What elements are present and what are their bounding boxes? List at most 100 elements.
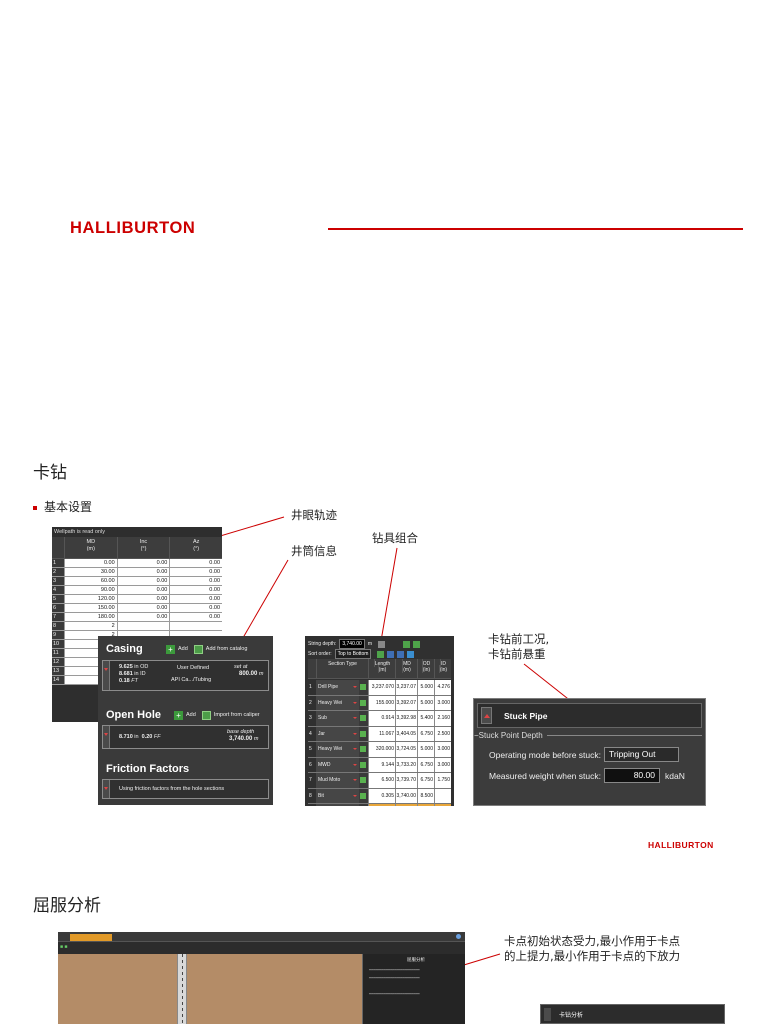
section-type-select[interactable]: Drill Pipe	[316, 680, 359, 695]
table-cell[interactable]: 320.000	[368, 742, 395, 757]
table-cell[interactable]: 6.750	[417, 726, 434, 741]
table-cell[interactable]: 3,739.70	[395, 773, 417, 788]
table-cell[interactable]	[434, 804, 451, 806]
table-cell[interactable]: 3,740.00	[395, 788, 417, 803]
catalog-icon[interactable]	[359, 742, 368, 757]
table-cell[interactable]: 3,237.070	[368, 680, 395, 695]
table-cell[interactable]	[368, 804, 395, 806]
table-cell[interactable]: 120.00	[64, 595, 117, 603]
move-down-icon[interactable]	[377, 650, 385, 658]
table-cell[interactable]: 8.500	[417, 788, 434, 803]
table-cell[interactable]: 155.000	[368, 695, 395, 710]
table-cell[interactable]: 0.00	[116, 568, 170, 576]
table-cell[interactable]: 3,733.20	[395, 757, 417, 772]
table-cell[interactable]: 0.00	[64, 559, 117, 567]
catalog-icon[interactable]	[359, 695, 368, 710]
table-cell[interactable]: 0.00	[169, 559, 222, 567]
table-cell[interactable]: 3.000	[434, 742, 451, 757]
table-cell[interactable]: 2.160	[434, 711, 451, 726]
casing-card[interactable]: 9.625 in OD 8.681 in ID 0.18 FT User Def…	[102, 660, 269, 691]
table-cell[interactable]: 0.00	[116, 586, 170, 594]
table-cell[interactable]: 1.750	[434, 773, 451, 788]
table-cell[interactable]: 0.305	[368, 788, 395, 803]
table-cell[interactable]: 30.00	[64, 568, 117, 576]
table-cell[interactable]: 9.144	[368, 757, 395, 772]
table-cell[interactable]: 4.276	[434, 680, 451, 695]
table-cell[interactable]	[116, 631, 170, 639]
measured-weight-input[interactable]: 80.00	[603, 768, 660, 783]
table-cell[interactable]: 0.00	[116, 604, 170, 612]
operating-mode-select[interactable]: Tripping Out	[603, 747, 679, 762]
table-cell[interactable]: 3,392.98	[395, 711, 417, 726]
table-cell[interactable]: 90.00	[64, 586, 117, 594]
active-tab[interactable]	[70, 934, 112, 941]
export-icon[interactable]	[407, 650, 415, 658]
sort-order-select[interactable]: Top to Bottom	[334, 649, 372, 659]
table-cell[interactable]: 0.00	[169, 604, 222, 612]
section-type-select[interactable]: Heavy Wei	[316, 695, 359, 710]
catalog-icon[interactable]	[359, 804, 368, 806]
table-cell[interactable]: 6.500	[368, 773, 395, 788]
catalog-icon[interactable]	[359, 757, 368, 772]
table-cell[interactable]	[116, 622, 170, 630]
table-cell[interactable]: 5.000	[417, 695, 434, 710]
column-header-section-type[interactable]: Section Type	[316, 659, 368, 678]
column-header-inc[interactable]: Inc(°)	[116, 537, 170, 558]
add-open-hole-button[interactable]: +Add	[174, 710, 196, 720]
table-cell[interactable]: 0.00	[169, 577, 222, 585]
table-cell[interactable]: 3.000	[434, 695, 451, 710]
table-cell[interactable]: 5.000	[417, 742, 434, 757]
table-cell[interactable]: 0.00	[169, 595, 222, 603]
open-hole-card[interactable]: 8.710 in 0.20 FF base depth 3,740.00 m	[102, 725, 269, 749]
help-icon[interactable]	[456, 934, 461, 939]
table-cell[interactable]	[169, 622, 222, 630]
section-type-select[interactable]	[316, 804, 359, 806]
table-cell[interactable]	[395, 804, 417, 806]
calculator-icon[interactable]	[378, 640, 385, 648]
column-header-md[interactable]: MD(m)	[64, 537, 117, 558]
table-cell[interactable]: 3,724.05	[395, 742, 417, 757]
add-from-catalog-button[interactable]: Add from catalog	[193, 644, 247, 654]
casing-catalog[interactable]: API Ca.../Tubing	[171, 677, 212, 683]
table-cell[interactable]: 3,404.05	[395, 726, 417, 741]
table-cell[interactable]: 180.00	[64, 613, 117, 621]
column-header-length[interactable]: Length(m)	[368, 659, 395, 678]
table-cell[interactable]: 3,392.07	[395, 695, 417, 710]
table-cell[interactable]: 0.00	[169, 586, 222, 594]
table-cell[interactable]: 3.000	[434, 757, 451, 772]
table-cell[interactable]: 6.750	[417, 773, 434, 788]
table-cell[interactable]: 0.00	[169, 568, 222, 576]
expand-icon[interactable]	[103, 661, 110, 690]
table-cell[interactable]: 0.00	[116, 577, 170, 585]
collapse-icon[interactable]	[544, 1008, 551, 1021]
stuck-point-depth-group[interactable]: − Stuck Point Depth	[474, 731, 702, 740]
string-depth-input[interactable]: 3,740.00	[339, 639, 365, 649]
move-up-icon[interactable]	[387, 650, 395, 658]
section-type-select[interactable]: Sub	[316, 711, 359, 726]
table-cell[interactable]: 2	[64, 622, 117, 630]
table-cell[interactable]: 0.914	[368, 711, 395, 726]
add-component-icon[interactable]	[403, 640, 410, 648]
column-header-id[interactable]: ID(in)	[434, 659, 451, 678]
new-row[interactable]	[308, 804, 451, 806]
catalog-icon[interactable]	[413, 640, 420, 648]
table-cell[interactable]	[417, 804, 434, 806]
table-cell[interactable]: 150.00	[64, 604, 117, 612]
table-cell[interactable]: 6.750	[417, 757, 434, 772]
section-type-select[interactable]: MWD	[316, 757, 359, 772]
expand-icon[interactable]	[103, 726, 110, 748]
toolbar-icons[interactable]: ■ ■	[60, 944, 68, 950]
